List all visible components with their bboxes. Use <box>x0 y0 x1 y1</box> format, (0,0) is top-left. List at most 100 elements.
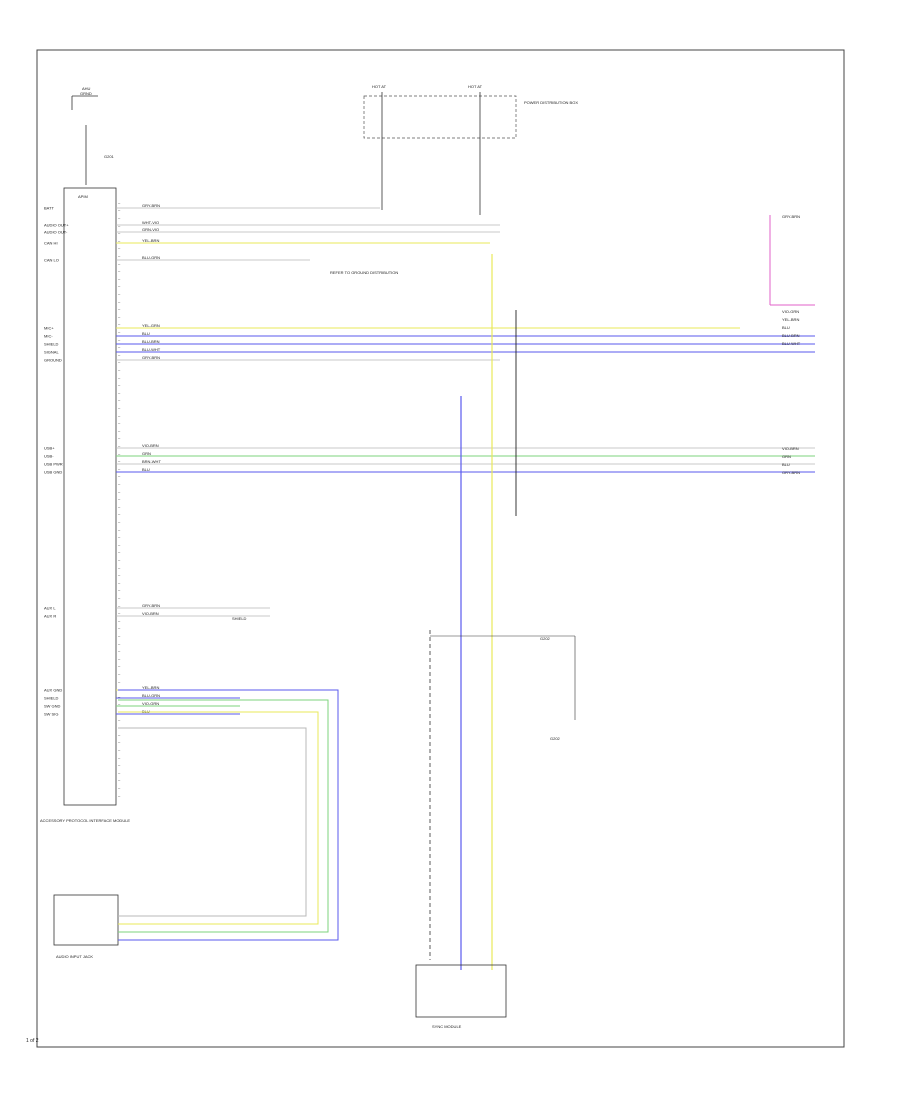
pin-number: – <box>118 299 121 304</box>
right-terminal-label: BLU-WHT <box>782 341 801 346</box>
pin-number: – <box>118 557 121 562</box>
pin-number: – <box>118 755 121 760</box>
pin-number: – <box>118 230 121 235</box>
ground-g202-label: G202 <box>550 736 561 741</box>
aux-wire-gray <box>118 727 307 917</box>
aux-wire-blue <box>118 689 339 941</box>
pin-number: – <box>118 724 121 729</box>
pin-number: – <box>118 740 121 745</box>
pin-number: – <box>118 747 121 752</box>
sync-caption: SYNC MODULE <box>432 1024 462 1029</box>
wire-color-label: BLU <box>142 467 150 472</box>
pin-number: – <box>118 542 121 547</box>
pin-number: – <box>118 253 121 258</box>
pin-number: – <box>118 337 121 342</box>
pin-number: – <box>118 686 121 691</box>
pin-label: AUDIO OUT+ <box>44 223 69 228</box>
pin-number: – <box>118 367 121 372</box>
pin-number: – <box>118 534 121 539</box>
pin-number: – <box>118 595 121 600</box>
pin-number: – <box>118 306 121 311</box>
pin-number: – <box>118 215 121 220</box>
audio-input-jack: AUDIO INPUT JACK <box>53 894 119 959</box>
pin-label: MIC- <box>44 334 53 339</box>
pin-number: – <box>118 284 121 289</box>
pin-number: – <box>118 208 121 213</box>
pin-number: – <box>118 793 121 798</box>
ahu-sublabel: GRND <box>80 91 92 96</box>
pin-number: – <box>118 785 121 790</box>
pin-label: AUX R <box>44 614 56 619</box>
pin-number: – <box>118 550 121 555</box>
pin-number: – <box>118 322 121 327</box>
apim-caption: ACCESSORY PROTOCOL INTERFACE MODULE <box>40 818 130 823</box>
pin-label: BATT <box>44 206 54 211</box>
pin-label: SIGNAL <box>44 350 59 355</box>
apim-module: APIM ACCESSORY PROTOCOL INTERFACE MODULE <box>40 187 130 823</box>
pin-label: CAN LO <box>44 258 59 263</box>
pin-number: – <box>118 702 121 707</box>
pin-number: – <box>118 451 121 456</box>
pin-number: – <box>118 641 121 646</box>
pin-number: – <box>118 261 121 266</box>
right-terminal-label: YEL-BRN <box>782 317 799 322</box>
pin-number: – <box>118 238 121 243</box>
pin-number: – <box>118 512 121 517</box>
wire-color-label: BLU <box>142 331 150 336</box>
pin-number: – <box>118 291 121 296</box>
wire-color-label: YEL-BRN <box>142 685 159 690</box>
pin-number: – <box>118 732 121 737</box>
pin-number: – <box>118 405 121 410</box>
pin-label: SW SIG <box>44 712 58 717</box>
pin-number: – <box>118 420 121 425</box>
wire-color-label: YEL-GRN <box>142 323 160 328</box>
right-terminals: GRY-BRNVIO-GRNYEL-BRNBLUBLU-BRNBLU-WHTVI… <box>782 214 801 475</box>
pin-number: – <box>118 474 121 479</box>
pin-number: – <box>118 436 121 441</box>
wire-color-label: BLU-BRN <box>142 339 160 344</box>
pin-number: – <box>118 375 121 380</box>
pin-number: – <box>118 626 121 631</box>
apim-title: APIM <box>78 194 88 199</box>
wire-color-label: GRY-BRN <box>142 355 160 360</box>
ahu-note: G201 <box>104 154 115 159</box>
pin-number: – <box>118 527 121 532</box>
pin-number: – <box>118 610 121 615</box>
pin-number: – <box>118 246 121 251</box>
pin-number: – <box>118 382 121 387</box>
ground-note-2: G202 <box>540 636 551 641</box>
fuse-box-note: POWER DISTRIBUTION BOX <box>524 100 578 105</box>
pin-number: – <box>118 329 121 334</box>
pin-number: – <box>118 413 121 418</box>
pin-number: – <box>118 679 121 684</box>
pin-number: – <box>118 200 121 205</box>
pin-number: – <box>118 694 121 699</box>
pin-number: – <box>118 618 121 623</box>
pin-label: AUDIO OUT- <box>44 230 68 235</box>
pin-number: – <box>118 717 121 722</box>
wire-color-label: BLU-WHT <box>142 347 161 352</box>
pin-number: – <box>118 496 121 501</box>
pin-number: – <box>118 390 121 395</box>
pin-number: – <box>118 603 121 608</box>
fuse-right-label: HOT AT <box>468 84 483 89</box>
pin-label: USB- <box>44 454 54 459</box>
pin-number: – <box>118 770 121 775</box>
right-terminal-label: GRN <box>782 454 791 459</box>
wire-color-label: YEL-BRN <box>142 238 159 243</box>
pin-label: SHIELD <box>44 696 59 701</box>
pin-label: USB+ <box>44 446 55 451</box>
pin-number: – <box>118 360 121 365</box>
wire-color-label: BRN-WHT <box>142 459 161 464</box>
pin-number: – <box>118 443 121 448</box>
pin-label: MIC+ <box>44 326 54 331</box>
pin-label: AUX GND <box>44 688 62 693</box>
diagram-frame <box>36 49 845 1048</box>
wire-color-label: GRN <box>142 451 151 456</box>
ahu-ground-symbol: AHU GRND G201 <box>71 86 115 185</box>
right-terminal-label: BLU <box>782 325 790 330</box>
pin-number: – <box>118 565 121 570</box>
ahu-label: AHU <box>82 86 91 91</box>
wire-color-label: BLU-GRN <box>142 255 160 260</box>
right-terminal-label: BLU <box>782 462 790 467</box>
